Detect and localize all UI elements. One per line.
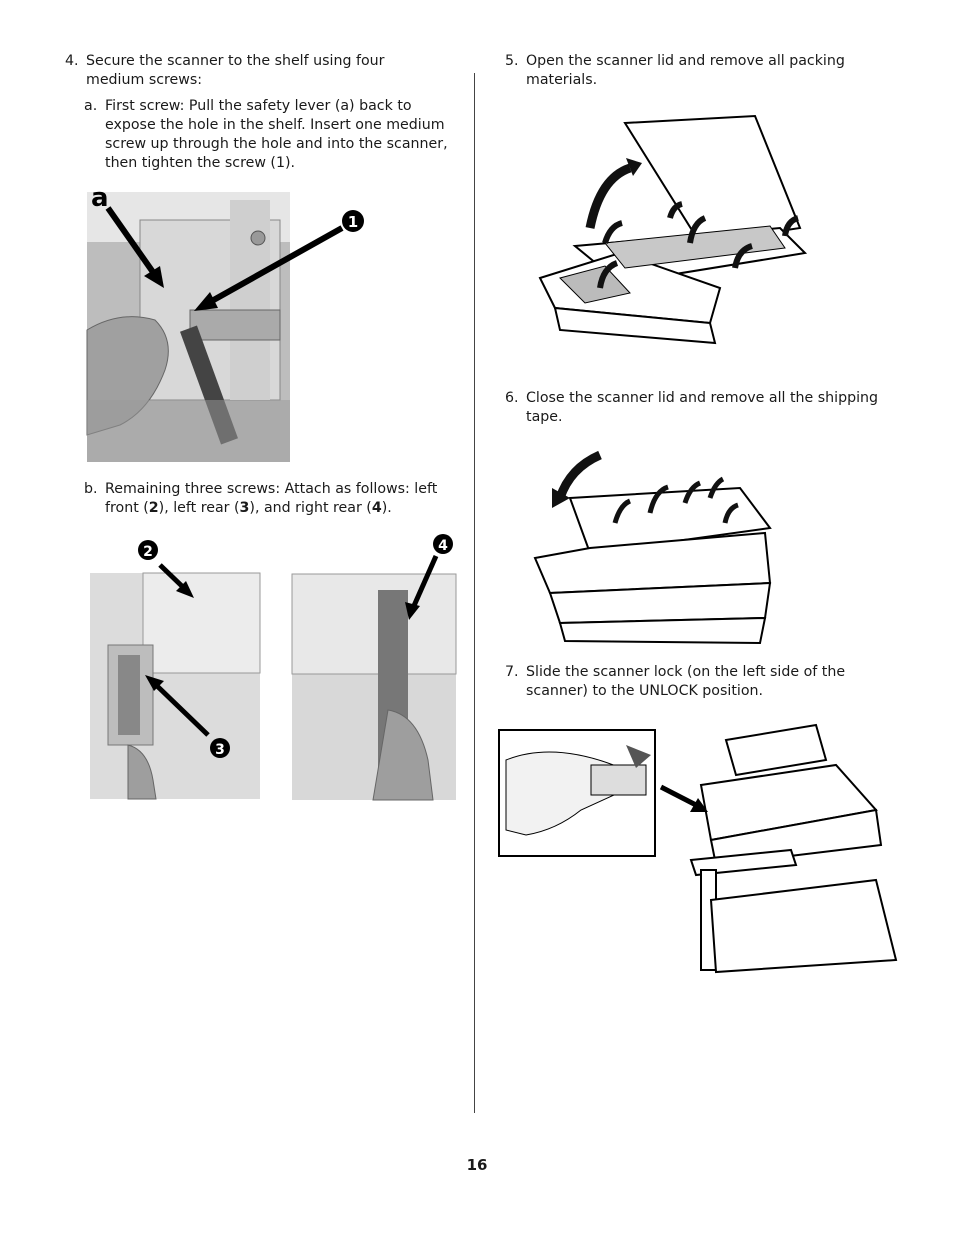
step-4: 4. Secure the scanner to the shelf using… (65, 52, 445, 90)
callout-4: 4 (438, 538, 448, 554)
step-5: 5. Open the scanner lid and remove all p… (505, 52, 885, 90)
step-number: 5. (505, 53, 519, 69)
scanner-lock-illustration (498, 723, 898, 974)
step-number: b. (84, 481, 98, 497)
step-text: Slide the scanner lock (on the left side… (526, 664, 846, 699)
step-number: 4. (65, 53, 79, 69)
step-7: 7. Slide the scanner lock (on the left s… (505, 663, 890, 701)
step-number: 7. (505, 664, 519, 680)
step-text: Close the scanner lid and remove all the… (526, 390, 879, 425)
step-text: Secure the scanner to the shelf using fo… (86, 53, 385, 88)
scanner-lid-closed-illustration (533, 450, 772, 645)
step-text: First screw: Pull the safety lever (a) b… (105, 98, 448, 171)
scanner-lid-open-illustration (538, 114, 808, 345)
page-number: 16 (466, 1156, 488, 1174)
first-screw-photo: a 1 (86, 183, 364, 462)
right-screw-photo: 4 (291, 534, 457, 801)
step-4a: a. First screw: Pull the safety lever (a… (84, 97, 459, 173)
step-6: 6. Close the scanner lid and remove all … (505, 389, 900, 427)
step-text: Remaining three screws: Attach as follow… (105, 481, 438, 516)
callout-a: a (91, 183, 109, 213)
callout-2: 2 (143, 544, 153, 560)
column-divider (474, 73, 475, 1113)
step-number: 6. (505, 390, 519, 406)
callout-1: 1 (348, 213, 358, 231)
step-4b: b. Remaining three screws: Attach as fol… (84, 480, 459, 518)
left-screws-photo: 2 3 (90, 540, 261, 800)
callout-3: 3 (215, 742, 225, 758)
step-text: Open the scanner lid and remove all pack… (526, 53, 845, 88)
step-number: a. (84, 98, 98, 114)
